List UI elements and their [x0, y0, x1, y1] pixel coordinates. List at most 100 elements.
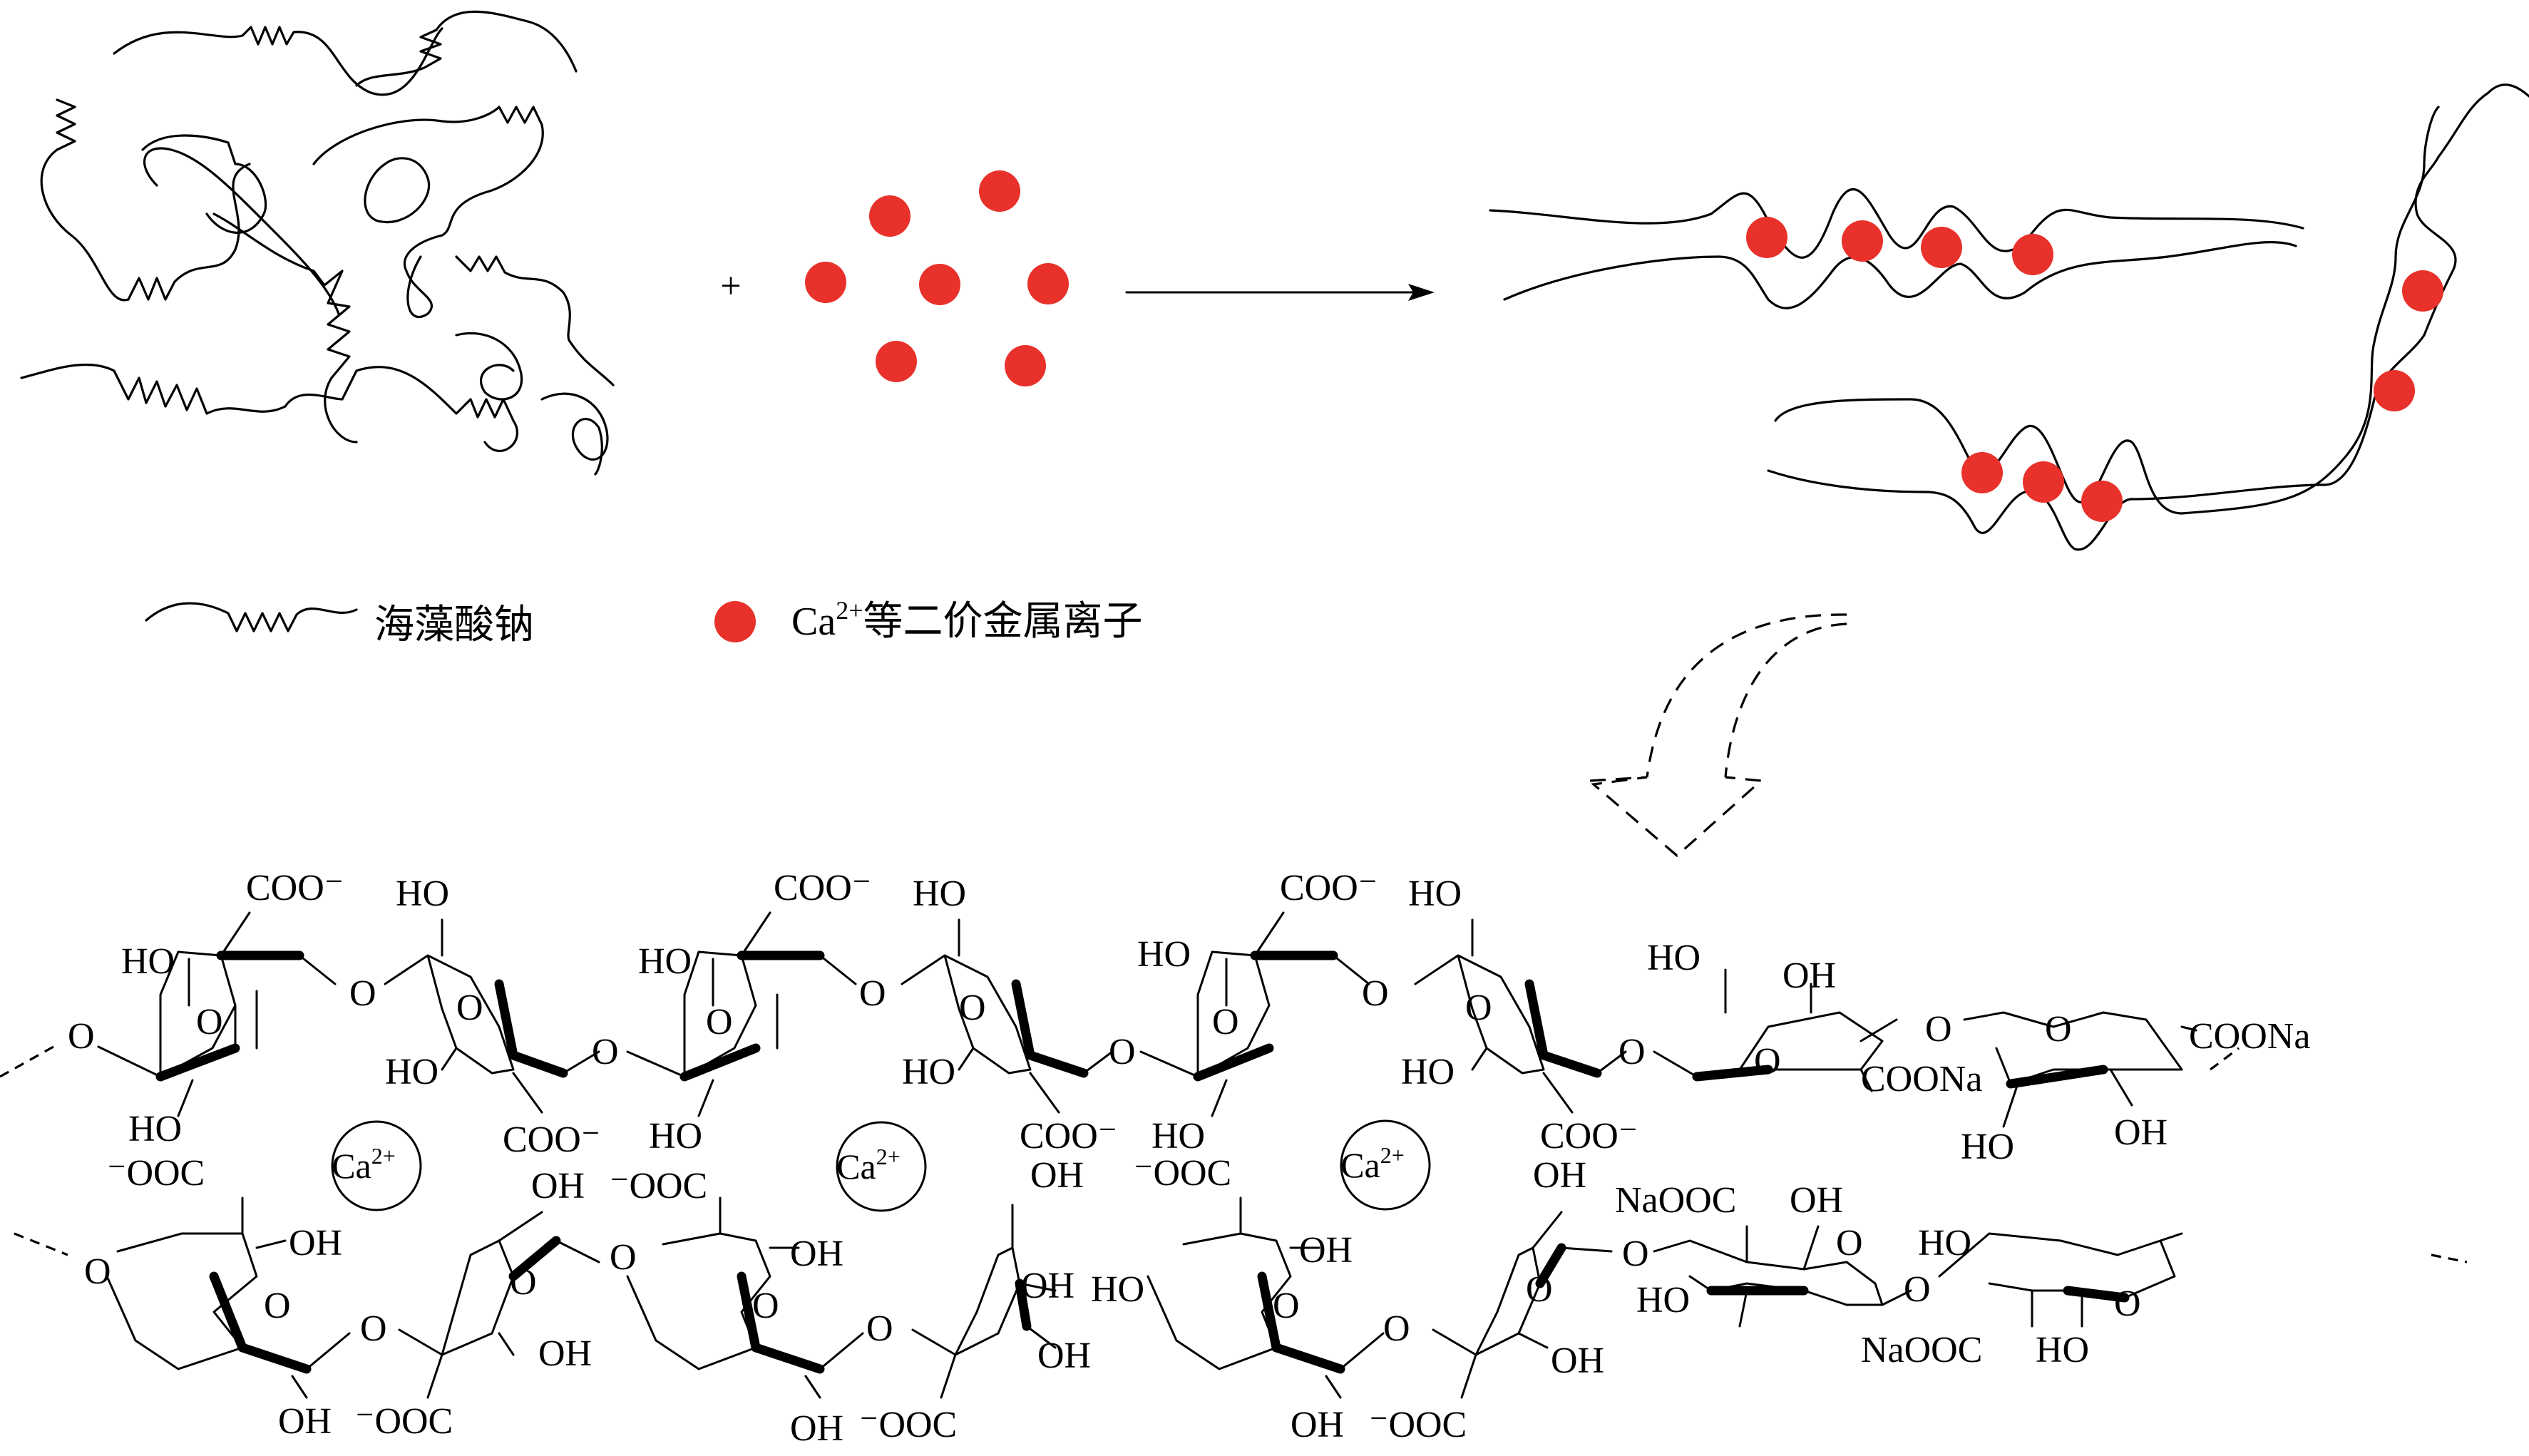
ion-dot	[2402, 270, 2443, 312]
ion-dot	[1961, 452, 2003, 493]
label-o: O	[1754, 1041, 1781, 1082]
label-o: O	[1619, 1032, 1646, 1072]
label-ooc: ⁻OOC	[355, 1401, 453, 1442]
ion-dot	[2374, 370, 2415, 411]
alginate-calcium-structure: Ca2+ Ca2+ Ca2+ COO⁻ COO⁻ COO⁻ HO HO HO H…	[0, 868, 2468, 1449]
ion-dot	[919, 264, 960, 305]
upper-ring-8	[1963, 1011, 2197, 1128]
label-o: O	[456, 988, 483, 1028]
lower-ring-3	[626, 1196, 864, 1399]
upper-ring-3	[626, 911, 857, 1117]
ion-dot	[979, 170, 1020, 212]
ion-legend-prefix: Ca	[791, 600, 836, 644]
lower-ring-1	[106, 1196, 351, 1399]
lower-ring-5	[1146, 1196, 1385, 1399]
label-coo: COO⁻	[246, 868, 344, 908]
label-ooc: ⁻OOC	[610, 1166, 707, 1206]
upper-ring-6	[1414, 918, 1627, 1114]
label-o: O	[264, 1286, 291, 1326]
label-oh: OH	[1037, 1335, 1091, 1376]
ion-legend-label: Ca2+等二价金属离子	[791, 596, 1143, 645]
label-oh: OH	[790, 1234, 843, 1274]
lower-ring-7	[1653, 1225, 1912, 1328]
label-oh: OH	[2114, 1112, 2168, 1153]
ion-dot	[2023, 461, 2064, 503]
label-ho: HO	[1408, 873, 1462, 914]
label-ooc: ⁻OOC	[107, 1153, 205, 1194]
label-oh: OH	[1299, 1230, 1353, 1271]
label-coona: COONa	[1861, 1059, 1982, 1099]
label-coo: COO⁻	[1020, 1116, 1117, 1157]
lower-ring-2	[398, 1211, 600, 1399]
alginate-legend-icon	[145, 602, 358, 632]
upper-ring-4	[901, 918, 1114, 1114]
lower-ring-4	[911, 1204, 1057, 1399]
label-ho: HO	[649, 1116, 702, 1157]
ca-ion-site-3: Ca2+	[1340, 1119, 1431, 1211]
ion-dot	[2012, 234, 2053, 275]
label-o: O	[1109, 1032, 1136, 1072]
label-oh: OH	[1551, 1340, 1604, 1381]
label-o: O	[2114, 1283, 2141, 1324]
label-ho: HO	[1151, 1116, 1205, 1157]
label-naooc: NaOOC	[1615, 1180, 1736, 1221]
label-o: O	[349, 973, 376, 1014]
label-o: O	[510, 1262, 537, 1303]
label-o: O	[1465, 988, 1492, 1028]
ion-legend-suffix: 等二价金属离子	[863, 598, 1143, 645]
label-ho: HO	[913, 873, 966, 914]
label-o: O	[1622, 1234, 1649, 1274]
label-ho: HO	[1636, 1280, 1690, 1321]
ion-dot	[1027, 263, 1069, 304]
label-ho: HO	[2036, 1330, 2089, 1370]
ion-dot	[1005, 345, 1046, 386]
upper-ring-1	[97, 911, 337, 1117]
svg-text:Ca2+: Ca2+	[1340, 1142, 1405, 1185]
label-coo: COO⁻	[503, 1119, 600, 1160]
ion-dot	[876, 341, 917, 382]
label-o: O	[592, 1032, 619, 1072]
label-ho: HO	[385, 1052, 438, 1092]
label-ho: HO	[638, 941, 692, 982]
label-o: O	[1904, 1269, 1931, 1310]
label-o: O	[706, 1002, 733, 1042]
label-ooc: ⁻OOC	[1369, 1405, 1467, 1445]
label-oh: OH	[1790, 1180, 1843, 1221]
label-ho: HO	[1918, 1223, 1971, 1263]
label-coo: COO⁻	[1540, 1116, 1638, 1157]
label-ooc: ⁻OOC	[1134, 1153, 1231, 1194]
ion-dot	[1921, 227, 1962, 268]
legend: 海藻酸钠 Ca2+等二价金属离子	[145, 596, 1143, 648]
ion-legend-charge: 2+	[836, 596, 863, 625]
label-oh: OH	[531, 1166, 585, 1206]
label-ho: HO	[128, 1109, 182, 1149]
label-oh: OH	[289, 1223, 342, 1263]
label-ho: HO	[1961, 1127, 2014, 1167]
label-o: O	[68, 1016, 95, 1057]
label-o: O	[1212, 1002, 1239, 1042]
ca-ion-site-2: Ca2+	[836, 1121, 927, 1212]
label-ooc: ⁻OOC	[859, 1405, 957, 1445]
egg-box-gel-chains	[1489, 83, 2529, 551]
ion-dot	[1746, 217, 1787, 258]
dashed-curved-arrow	[1589, 613, 1847, 858]
alginate-random-coils	[20, 10, 615, 476]
ca-ion-site-1: Ca2+	[331, 1120, 422, 1211]
upper-ring-7	[1653, 968, 1898, 1092]
label-oh: OH	[790, 1408, 843, 1449]
svg-text:Ca2+: Ca2+	[332, 1143, 396, 1186]
ion-dot	[869, 195, 910, 237]
label-o: O	[1925, 1009, 1952, 1050]
upper-ring-2	[384, 918, 600, 1114]
label-o: O	[610, 1237, 637, 1278]
lower-ring-8	[1938, 1232, 2183, 1328]
free-ion-cluster	[805, 170, 1069, 386]
label-oh: OH	[1030, 1155, 1084, 1196]
label-oh: OH	[1533, 1155, 1586, 1196]
label-o: O	[859, 973, 886, 1014]
label-naooc: NaOOC	[1861, 1330, 1982, 1370]
structure-labels: COO⁻ COO⁻ COO⁻ HO HO HO HO HO HO HO OH O…	[68, 868, 2310, 1449]
label-ho: HO	[121, 941, 175, 982]
label-coo: COO⁻	[1280, 868, 1378, 908]
